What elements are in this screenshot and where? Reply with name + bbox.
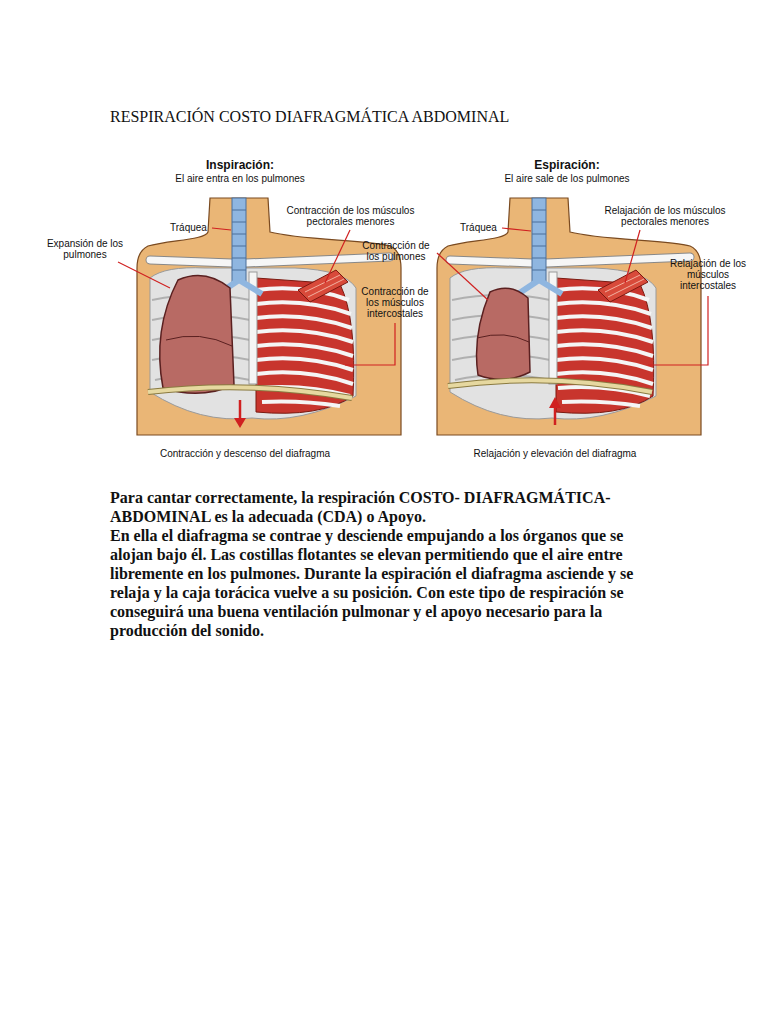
panel-subheading: El aire sale de los pulmones xyxy=(477,173,657,184)
part-label: Tráquea xyxy=(170,222,207,233)
lung-contracted xyxy=(477,288,531,379)
lung-expanded xyxy=(160,276,234,394)
panel-heading: Inspiración: xyxy=(180,158,300,172)
part-label: Contracción de los músculos pectorales m… xyxy=(273,205,428,227)
panel-subheading: El aire entra en los pulmones xyxy=(150,173,330,184)
torso-figure xyxy=(137,198,401,435)
up-arrow xyxy=(554,406,557,425)
part-label: Relajación de los músculos intercostales xyxy=(668,258,748,291)
panel-heading: Espiración: xyxy=(507,158,627,172)
paragraph: Para cantar correctamente, la respiració… xyxy=(110,488,655,526)
part-label: Contracción de los pulmones xyxy=(356,240,436,262)
part-label: Contracción de los músculos intercostale… xyxy=(355,286,435,319)
paragraph: En ella el diafragma se contrae y descie… xyxy=(110,526,655,640)
part-label: Tráquea xyxy=(460,222,497,233)
body-text: Para cantar correctamente, la respiració… xyxy=(110,488,655,640)
panel-caption: Contracción y descenso del diafragma xyxy=(140,448,350,459)
page-title: RESPIRACIÓN COSTO DIAFRAGMÁTICA ABDOMINA… xyxy=(110,107,670,126)
diaphragm xyxy=(448,380,652,392)
down-arrow xyxy=(239,400,242,420)
part-label: Relajación de los músculos pectorales me… xyxy=(590,205,740,227)
panel-caption: Relajación y elevación del diafragma xyxy=(450,448,660,459)
part-label: Expansión de los pulmones xyxy=(46,238,124,260)
diaphragm xyxy=(148,387,352,398)
leader-lines xyxy=(118,228,708,365)
